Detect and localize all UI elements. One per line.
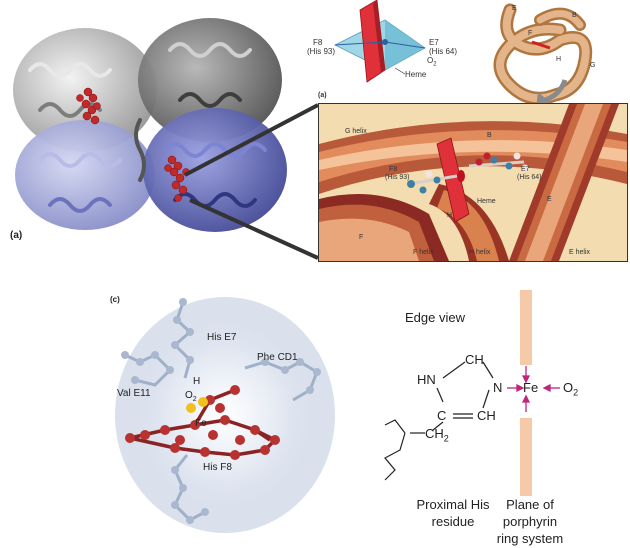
phe-cd1-label: Phe CD1 (257, 352, 298, 363)
closeup-h-helix: H helix (469, 249, 491, 256)
closeup-f-helix: F helix (413, 249, 434, 256)
caption-porphyrin-plane: Plane of porphyrin ring system (496, 497, 564, 546)
ball-stick-figure (115, 297, 335, 533)
tube-helix-letter-3: H (556, 56, 562, 63)
his-f8-label: His F8 (203, 462, 232, 473)
closeup-heme: Heme (477, 198, 496, 205)
closeup-e7-sub: (His 64) (517, 174, 542, 181)
closeup-f: F (359, 234, 364, 241)
tube-helix-letter-1: B (572, 12, 577, 19)
imidazole-ch-right: CH (477, 408, 496, 423)
f8-label: F8 (313, 38, 323, 47)
e7-sub-label: (His 64) (429, 47, 458, 56)
fe-atom-label: Fe (195, 418, 207, 429)
closeup-panel-label: (a) (318, 92, 327, 99)
edge-view-panel: Edge view HN CH N C CH CH2 Fe O2 Proxima… (365, 290, 630, 548)
imidazole-c: C (437, 408, 447, 423)
val-e11-label: Val E11 (117, 388, 151, 399)
closeup-panel: G helix B F8 (His 93) E7 (His 64) Heme H… (318, 103, 628, 262)
closeup-e-helix: E helix (569, 249, 591, 256)
hemoglobin-panel: (a) (0, 0, 300, 250)
heme-label: Heme (405, 70, 427, 79)
e7-label: E7 (429, 38, 439, 47)
imidazole-hn: HN (417, 372, 436, 387)
hemoglobin-panel-label: (a) (10, 230, 23, 241)
hemoglobin-ribbon-figure (13, 18, 287, 232)
tube-helix-letter-0: E (512, 5, 517, 12)
o2-atom-label: O2 (185, 390, 197, 403)
edge-view-figure (384, 290, 560, 496)
fe-label: Fe (523, 380, 539, 395)
ball-stick-panel: (c) His E7 Phe CD1 Val E11 H O2 Fe His F… (95, 290, 345, 540)
his-e7-label: His E7 (207, 332, 237, 343)
closeup-b: B (487, 132, 492, 139)
closeup-f8: F8 (389, 166, 398, 173)
imidazole-n: N (493, 380, 503, 395)
o2-label: O2 (563, 380, 579, 398)
closeup-figure (319, 104, 627, 261)
myoglobin-tube-panel: E B F H G (470, 0, 630, 110)
o2-label: O2 (427, 56, 437, 68)
ball-stick-panel-label: (c) (110, 295, 120, 304)
tube-helix-letter-2: F (528, 30, 533, 37)
heme-plane-figure (334, 0, 426, 83)
h-atom-label: H (193, 376, 201, 387)
closeup-h: H (447, 212, 453, 219)
closeup-e: E (547, 196, 552, 203)
imidazole-ch-top: CH (465, 352, 484, 367)
heme-plane-diagram: F8 (His 93) E7 (His 64) O2 Heme (305, 0, 465, 100)
closeup-f8-sub: (His 93) (385, 174, 410, 181)
myoglobin-tube-figure (493, 3, 593, 108)
methylene-ch2: CH2 (425, 426, 449, 444)
f8-sub-label: (His 93) (307, 47, 336, 56)
closeup-e7: E7 (521, 166, 530, 173)
tube-helix-letter-4: G (590, 62, 596, 69)
edge-view-title: Edge view (405, 310, 465, 325)
closeup-g-helix: G helix (345, 128, 367, 135)
caption-proximal-his: Proximal His residue (416, 497, 490, 529)
